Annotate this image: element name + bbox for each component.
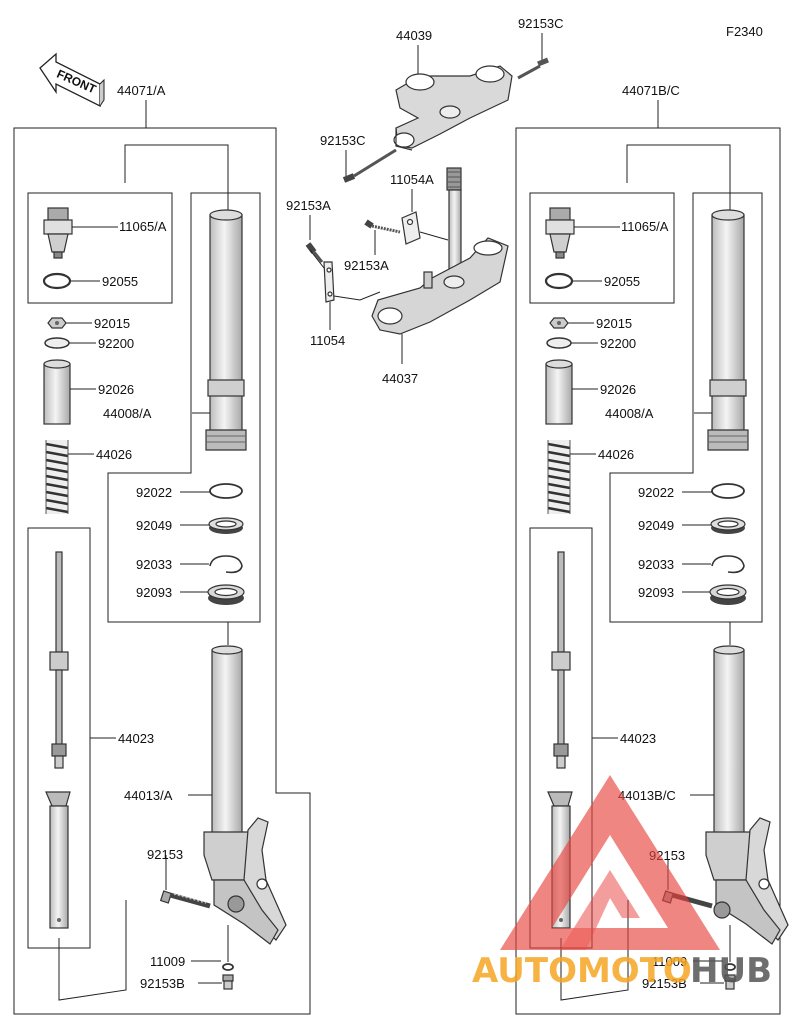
right-spring-label: 44026 xyxy=(598,447,634,462)
left-o-ring-icon xyxy=(42,272,72,290)
bolt-left-icon xyxy=(305,242,324,263)
left-dust-seal-icon xyxy=(207,584,245,605)
left-circlip-label: 92033 xyxy=(136,557,172,572)
left-gasket-icon xyxy=(222,963,234,971)
right-bushing-label: 92022 xyxy=(638,485,674,500)
left-fork-assembly-number: 44071/A xyxy=(117,83,166,98)
bolt-left-label: 92153A xyxy=(286,198,331,213)
bolt-top-right-icon xyxy=(517,57,549,80)
right-inner-tube-icon xyxy=(707,209,749,451)
figure-code: F2340 xyxy=(726,24,763,39)
left-bushing-icon xyxy=(209,483,243,499)
left-collar-icon xyxy=(43,359,71,425)
left-washer-icon xyxy=(44,337,70,349)
left-cap-bolt-label: 11065/A xyxy=(119,219,167,234)
right-inner-tube-label: 44008/A xyxy=(605,406,654,421)
right-dust-seal-icon xyxy=(709,584,747,605)
left-gasket-label: 11009 xyxy=(150,954,185,969)
right-oil-seal-label: 92049 xyxy=(638,518,674,533)
left-dust-seal-label: 92093 xyxy=(136,585,172,600)
upper-bracket-label: 44039 xyxy=(396,28,432,43)
left-bushing-label: 92022 xyxy=(136,485,172,500)
watermark-text-1: AUTOMOTO xyxy=(472,951,692,991)
left-fork-assembly: 44071/A 11065/A 92055 92015 xyxy=(13,83,311,1015)
bolt-inner-label: 92153A xyxy=(344,258,389,273)
right-bushing-icon xyxy=(711,483,745,499)
right-circlip-label: 92033 xyxy=(638,557,674,572)
right-nut-icon xyxy=(549,317,569,329)
small-bracket-icon xyxy=(401,211,421,245)
lower-bracket-icon xyxy=(371,237,509,335)
right-o-ring-icon xyxy=(544,272,574,290)
right-cap-bolt-icon xyxy=(545,207,575,259)
right-spring-icon xyxy=(547,440,571,514)
left-nut-icon xyxy=(47,317,67,329)
watermark-triangle-icon xyxy=(500,775,720,950)
left-spring-label: 44026 xyxy=(96,447,132,462)
right-washer-icon xyxy=(546,337,572,349)
upper-bracket-icon xyxy=(393,65,513,151)
bolt-inner-icon xyxy=(364,219,401,234)
right-fork-assembly: 44071B/C 11065/A 92055 92015 92200 xyxy=(515,83,789,1015)
left-outer-tube-icon xyxy=(203,645,287,945)
right-circlip-icon xyxy=(711,555,745,574)
right-gasket-label: 11009 xyxy=(652,954,687,969)
left-axle-bolt-icon xyxy=(159,890,211,909)
bolt-top-right-label: 92153C xyxy=(518,16,564,31)
left-cartridge-icon xyxy=(45,551,71,929)
right-drain-bolt-icon xyxy=(724,974,736,990)
left-cap-bolt-icon xyxy=(43,207,73,259)
watermark-logo: AUTOMOTO HUB xyxy=(472,775,772,991)
right-cartridge-icon xyxy=(547,551,573,929)
right-collar-icon xyxy=(545,359,573,425)
left-inner-tube-label: 44008/A xyxy=(103,406,152,421)
left-collar-label: 92026 xyxy=(98,382,134,397)
front-arrow-icon: FRONT xyxy=(39,52,105,108)
stay-label: 11054 xyxy=(310,333,345,348)
right-drain-bolt-label: 92153B xyxy=(642,976,687,991)
left-spring-icon xyxy=(45,440,69,514)
left-oil-seal-label: 92049 xyxy=(136,518,172,533)
left-outer-tube-label: 44013/A xyxy=(124,788,173,803)
bolt-mid-left-icon xyxy=(342,148,397,183)
watermark-text-2: HUB xyxy=(690,951,772,991)
left-axle-bolt-label: 92153 xyxy=(147,847,183,862)
right-washer-label: 92200 xyxy=(600,336,636,351)
left-nut-label: 92015 xyxy=(94,316,130,331)
lower-bracket-label: 44037 xyxy=(382,371,418,386)
right-outer-tube-icon xyxy=(705,645,789,945)
left-oil-seal-icon xyxy=(208,517,244,534)
left-drain-bolt-label: 92153B xyxy=(140,976,185,991)
right-o-ring-label: 92055 xyxy=(604,274,640,289)
right-dust-seal-label: 92093 xyxy=(638,585,674,600)
right-oil-seal-icon xyxy=(710,517,746,534)
right-cartridge-label: 44023 xyxy=(620,731,656,746)
left-inner-tube-icon xyxy=(205,209,247,451)
right-nut-label: 92015 xyxy=(596,316,632,331)
small-bracket-label: 11054A xyxy=(390,172,434,187)
stay-icon xyxy=(323,261,335,303)
right-cap-bolt-label: 11065/A xyxy=(621,219,669,234)
left-drain-bolt-icon xyxy=(222,974,234,990)
right-gasket-icon xyxy=(724,963,736,971)
left-o-ring-label: 92055 xyxy=(102,274,138,289)
left-cartridge-label: 44023 xyxy=(118,731,154,746)
right-outer-tube-label: 44013B/C xyxy=(618,788,676,803)
left-circlip-icon xyxy=(209,555,243,574)
bolt-mid-left-label: 92153C xyxy=(320,133,366,148)
left-washer-label: 92200 xyxy=(98,336,134,351)
right-collar-label: 92026 xyxy=(600,382,636,397)
steering-stem-assembly: 44039 92153C 92153C xyxy=(286,16,564,386)
right-fork-assembly-number: 44071B/C xyxy=(622,83,680,98)
